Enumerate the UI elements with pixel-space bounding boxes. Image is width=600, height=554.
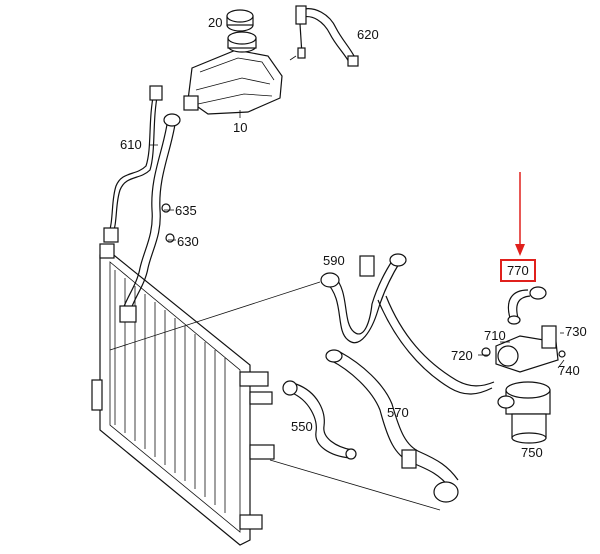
- label-550: 550: [291, 419, 313, 434]
- label-635: 635: [175, 203, 197, 218]
- hose-550: [282, 380, 357, 460]
- label-750: 750: [521, 445, 543, 460]
- hose-610: [103, 85, 163, 243]
- label-770-highlighted: 770: [500, 259, 536, 282]
- expansion-tank: [183, 31, 283, 115]
- label-20: 20: [208, 15, 223, 30]
- cap: [226, 9, 254, 32]
- label-10: 10: [233, 120, 248, 135]
- leader-lines: [109, 55, 565, 511]
- label-570: 570: [387, 405, 409, 420]
- hose-620: [295, 5, 359, 67]
- label-630: 630: [177, 234, 199, 249]
- hose-770: [507, 286, 547, 325]
- hose-570: [325, 349, 459, 503]
- radiator: [91, 243, 275, 546]
- label-590: 590: [323, 253, 345, 268]
- label-720: 720: [451, 348, 473, 363]
- label-610: 610: [120, 137, 142, 152]
- label-620: 620: [357, 27, 379, 42]
- label-730: 730: [565, 324, 587, 339]
- hose-590: [320, 253, 495, 395]
- highlight-arrow: [515, 172, 525, 256]
- label-740: 740: [558, 363, 580, 378]
- label-710: 710: [484, 328, 506, 343]
- auxiliary-pump: [481, 325, 566, 444]
